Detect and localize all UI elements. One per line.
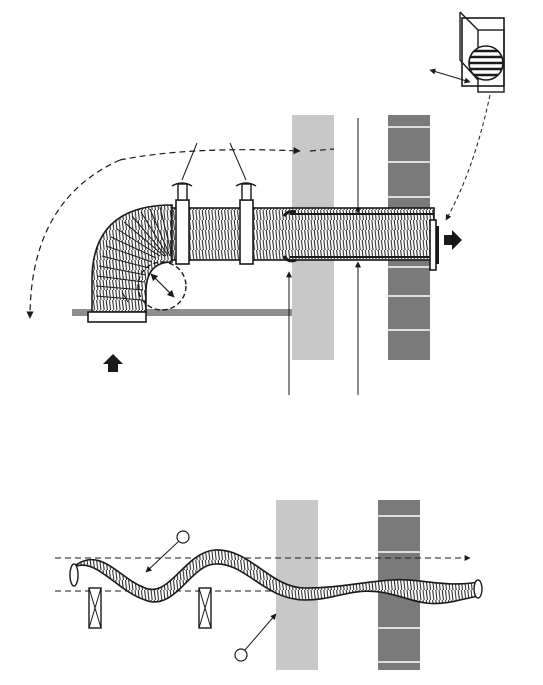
circle-callout-icon — [176, 530, 190, 544]
top-installation-figure — [26, 10, 505, 395]
dashed-arc-top — [119, 147, 301, 161]
bottom-sagging-duct-figure — [55, 500, 483, 670]
duct-hanger-left — [171, 182, 193, 265]
fan-leader-line — [121, 291, 129, 303]
arrow-right-icon — [444, 230, 462, 250]
circle-callout-icon — [234, 648, 248, 662]
dashed-arc-top-ext — [309, 148, 335, 152]
external-grille-flange — [429, 219, 437, 271]
ceiling-line — [72, 309, 294, 316]
wall-sleeve — [282, 210, 434, 263]
hanger-leader-left — [181, 142, 198, 181]
timber-support-left — [88, 587, 102, 629]
callout-leader-top — [145, 540, 180, 573]
hanger-leader-right — [229, 142, 247, 181]
arrow-up-icon — [103, 354, 123, 372]
flexible-duct — [91, 204, 435, 313]
dashed-arc-left — [26, 159, 121, 319]
grille-cap — [436, 226, 439, 264]
duct-end-right — [473, 579, 483, 599]
ceiling-fan-plate — [87, 311, 147, 323]
inset-leader — [445, 94, 491, 221]
duct-end-left — [69, 563, 79, 587]
timber-support-right — [198, 587, 212, 629]
callout-leader-bottom — [244, 613, 277, 651]
external-grille-inset — [429, 10, 505, 93]
bend-radius-indicator — [137, 261, 187, 311]
duct-hanger-right — [235, 182, 257, 265]
